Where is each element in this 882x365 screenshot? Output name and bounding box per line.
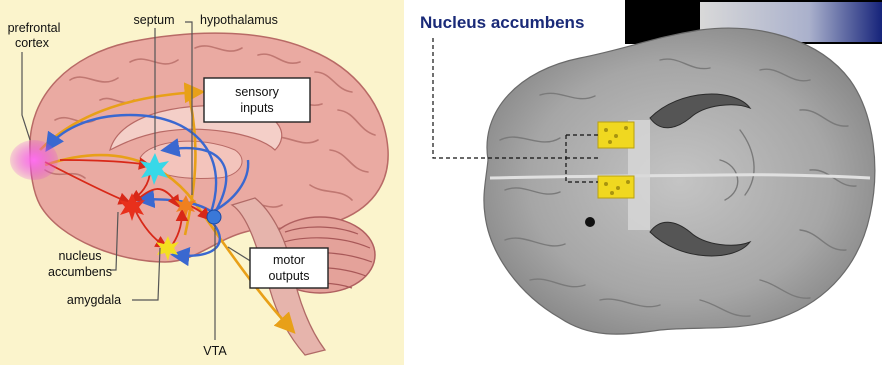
hypothalamus-label: hypothalamus [200, 13, 278, 27]
nucleus-accumbens-label: nucleus [58, 249, 101, 263]
motor-outputs-label-2: outputs [268, 269, 309, 283]
sensory-inputs-label: sensory [235, 85, 280, 99]
nucleus-accumbens-title: Nucleus accumbens [420, 13, 584, 32]
dark-spot [585, 217, 595, 227]
prefrontal-cortex-label-2: cortex [15, 36, 50, 50]
brain-slice [484, 28, 875, 334]
motor-outputs-label: motor [273, 253, 305, 267]
nucleus-accumbens-label-2: accumbens [48, 265, 112, 279]
sensory-inputs-label-2: inputs [240, 101, 273, 115]
prefrontal-region [10, 140, 58, 180]
vta-marker [207, 210, 221, 224]
septum-label: septum [134, 13, 175, 27]
right-panel: Nucleus accumbens [404, 0, 882, 365]
amygdala-label: amygdala [67, 293, 121, 307]
left-panel: prefrontal cortex septum hypothalamus se… [0, 0, 404, 365]
prefrontal-cortex-label: prefrontal [8, 21, 61, 35]
vta-label: VTA [203, 344, 227, 358]
